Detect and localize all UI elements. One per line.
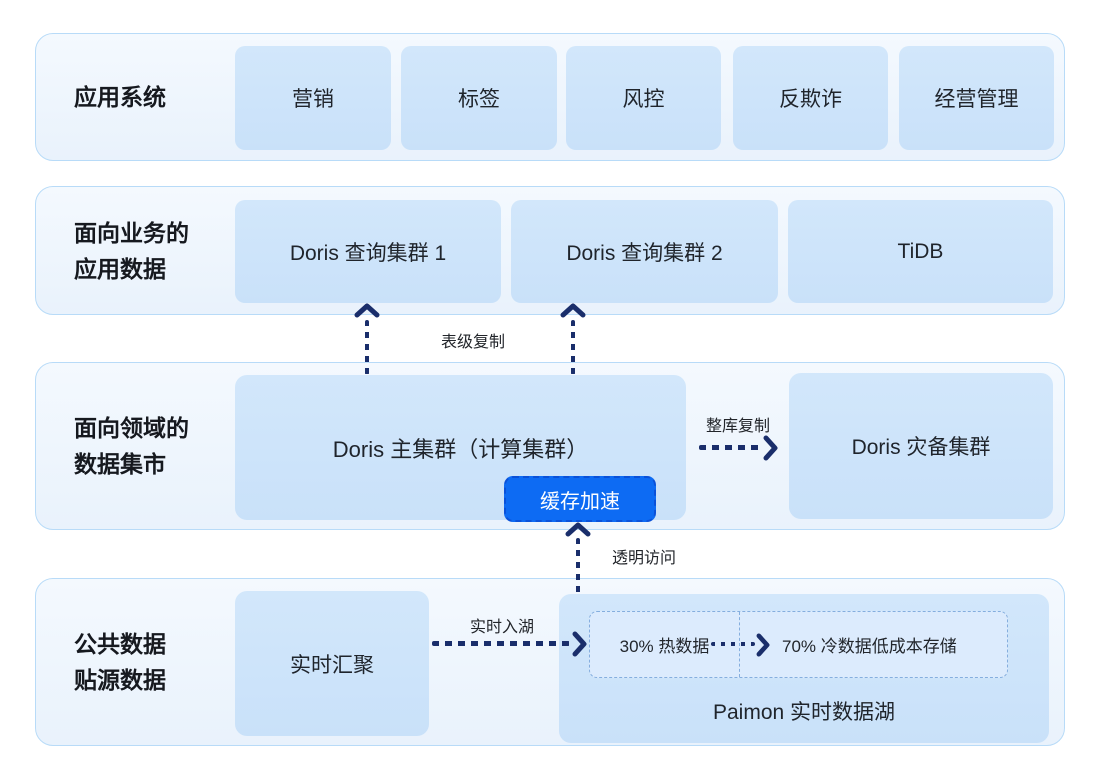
paimon-lake-title: Paimon 实时数据湖	[712, 701, 896, 724]
arrowhead-up-icon	[565, 522, 591, 537]
table-replication-label: 表级复制	[440, 334, 505, 351]
dashed-arrow-right-hot-to-cold	[711, 642, 755, 646]
band-label-application-systems: 应用系统	[74, 84, 166, 110]
box-realtime-aggregation: 实时汇聚	[235, 591, 429, 736]
arrowhead-right-icon	[756, 633, 770, 657]
arrowhead-right-icon	[572, 631, 587, 657]
hot-data-cell: 30% 热数据	[619, 637, 710, 656]
box-doris-query-cluster-1: Doris 查询集群 1	[235, 200, 501, 303]
cold-data-cell: 70% 冷数据低成本存储	[782, 637, 957, 656]
band-label-common-source-data: 公共数据 贴源数据	[74, 631, 166, 693]
dashed-arrow-right-to-lake	[432, 641, 570, 646]
box-paimon-data-lake: 30% 热数据 70% 冷数据低成本存储 Paimon 实时数据湖	[559, 594, 1049, 743]
box-business-management: 经营管理	[899, 46, 1054, 150]
band-business-application-data: 面向业务的 应用数据 Doris 查询集群 1 Doris 查询集群 2 TiD…	[35, 186, 1065, 315]
band-label-business-application-data: 面向业务的 应用数据	[74, 219, 189, 282]
box-tidb: TiDB	[788, 200, 1053, 303]
box-anti-fraud: 反欺诈	[733, 46, 888, 150]
arrowhead-right-icon	[763, 435, 778, 461]
box-risk-control: 风控	[566, 46, 721, 150]
dashed-arrow-up-transparent-access	[576, 538, 580, 594]
box-doris-query-cluster-2: Doris 查询集群 2	[511, 200, 778, 303]
arrowhead-up-icon	[354, 303, 380, 318]
band-label-domain-data-mart: 面向领域的 数据集市	[74, 415, 189, 477]
dashed-arrow-up-to-query-cluster-2	[571, 320, 575, 375]
dashed-arrow-up-to-query-cluster-1	[365, 320, 369, 375]
lake-tier-container: 30% 热数据 70% 冷数据低成本存储	[589, 611, 1008, 678]
box-doris-main-cluster: Doris 主集群（计算集群）	[235, 375, 686, 520]
arrowhead-up-icon	[560, 303, 586, 318]
band-common-source-data: 公共数据 贴源数据 实时汇聚 30% 热数据 70% 冷数据低成本存储 Paim…	[35, 578, 1065, 746]
band-application-systems: 应用系统 营销 标签 风控 反欺诈 经营管理	[35, 33, 1065, 161]
box-doris-disaster-recovery-cluster: Doris 灾备集群	[789, 373, 1053, 519]
band-domain-data-mart: 面向领域的 数据集市 Doris 主集群（计算集群） 缓存加速 Doris 灾备…	[35, 362, 1065, 530]
full-db-replication-label: 整库复制	[705, 418, 770, 435]
dashed-arrow-right-to-dr-cluster	[699, 445, 763, 450]
transparent-access-label: 透明访问	[612, 550, 677, 567]
box-tags: 标签	[401, 46, 557, 150]
cache-acceleration-badge: 缓存加速	[504, 476, 656, 522]
realtime-lake-ingestion-label: 实时入湖	[469, 619, 534, 636]
box-marketing: 营销	[235, 46, 391, 150]
